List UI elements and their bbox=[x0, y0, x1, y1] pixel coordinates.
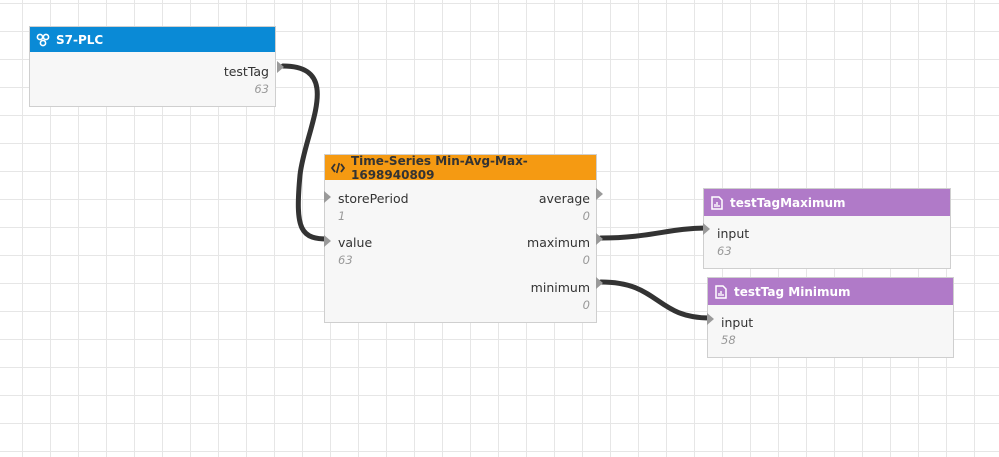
node-s7-plc[interactable]: S7-PLC testTag 63 bbox=[29, 26, 284, 107]
node-testtag-maximum[interactable]: testTagMaximum input 63 bbox=[703, 188, 951, 269]
output-port-label: average bbox=[538, 191, 590, 206]
node-header[interactable]: S7-PLC bbox=[30, 27, 275, 52]
node-title: Time-Series Min-Avg-Max-1698940809 bbox=[351, 153, 528, 182]
node-time-series-min-avg-max[interactable]: Time-Series Min-Avg-Max-1698940809 store… bbox=[324, 153, 603, 323]
input-port-storeperiod[interactable] bbox=[324, 191, 331, 203]
output-port-minimum[interactable] bbox=[596, 277, 603, 289]
output-port-average[interactable] bbox=[596, 188, 603, 200]
output-port-maximum[interactable] bbox=[596, 233, 603, 245]
input-port-label: storePeriod bbox=[338, 191, 409, 206]
node-header[interactable]: Time-Series Min-Avg-Max-1698940809 bbox=[325, 153, 596, 182]
output-port-value: 0 bbox=[582, 253, 590, 267]
input-port-input[interactable] bbox=[703, 223, 710, 235]
wire-minimum-to-input[interactable] bbox=[598, 279, 713, 321]
node-testtag-minimum[interactable]: testTag Minimum input 58 bbox=[707, 277, 954, 358]
input-port-label: input bbox=[721, 315, 754, 330]
wire-maximum-to-input[interactable] bbox=[598, 225, 709, 241]
output-port-label: maximum bbox=[527, 235, 590, 250]
input-port-label: input bbox=[717, 226, 750, 241]
output-port-label: testTag bbox=[223, 64, 269, 79]
node-title: testTagMaximum bbox=[730, 195, 846, 210]
input-port-label: value bbox=[338, 235, 373, 250]
file-chart-icon bbox=[714, 284, 728, 299]
output-port-value: 63 bbox=[254, 82, 269, 96]
input-port-value[interactable] bbox=[324, 235, 331, 247]
input-port-value: 63 bbox=[338, 253, 353, 267]
node-title: S7-PLC bbox=[56, 32, 104, 47]
output-port-label: minimum bbox=[530, 280, 590, 295]
input-port-value: 63 bbox=[717, 244, 732, 258]
input-port-value: 1 bbox=[338, 209, 346, 223]
node-title: testTag Minimum bbox=[734, 284, 851, 299]
output-port-value: 0 bbox=[582, 209, 590, 223]
input-port-value: 58 bbox=[721, 333, 736, 347]
node-header[interactable]: testTag Minimum bbox=[708, 278, 953, 305]
network-nodes-icon bbox=[36, 33, 50, 47]
file-chart-icon bbox=[710, 195, 724, 210]
input-port-input[interactable] bbox=[707, 313, 714, 325]
node-header[interactable]: testTagMaximum bbox=[704, 189, 950, 216]
code-icon bbox=[331, 161, 345, 175]
output-port-testtag[interactable] bbox=[277, 61, 284, 73]
output-port-value: 0 bbox=[582, 298, 590, 312]
